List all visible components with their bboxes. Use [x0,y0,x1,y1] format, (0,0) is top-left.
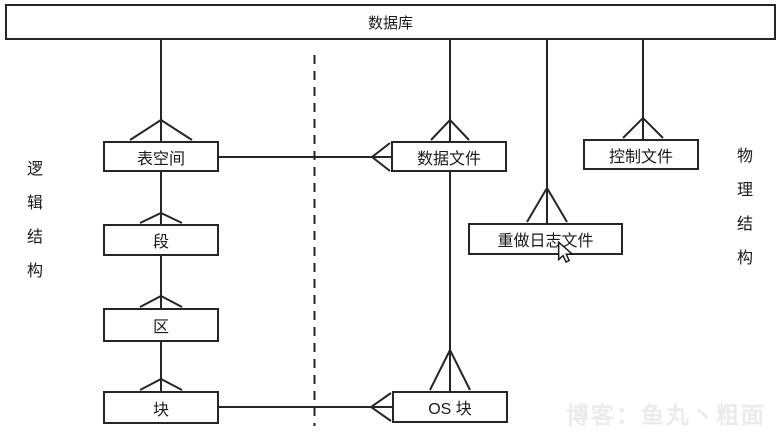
crowfoot-controlfile-top [622,116,664,139]
node-osblock: OS 块 [392,391,508,423]
node-redolog: 重做日志文件 [468,223,623,255]
node-tablespace: 表空间 [103,141,219,172]
crowfoot-datafile-top [430,118,470,141]
section-label-logical: 逻辑结构 [24,160,41,296]
node-database: 数据库 [5,4,776,40]
crowfoot-tablespace-top [129,118,193,141]
crowfoot-datafile-left [370,142,391,172]
node-datafile: 数据文件 [391,141,507,172]
blog-watermark: 博客：鱼丸丶粗面 [566,402,766,428]
mouse-cursor-icon [557,241,574,263]
crowfoot-osblock-left [369,392,392,422]
node-controlfile: 控制文件 [583,139,699,170]
crowfoot-segment-top [139,211,183,224]
section-label-physical: 物理结构 [734,147,751,283]
node-block: 块 [103,391,219,424]
crowfoot-extent-top [139,294,183,308]
node-extent: 区 [103,308,219,342]
crowfoot-redolog-top [526,186,568,223]
crowfoot-block-top [139,377,183,391]
node-segment: 段 [103,224,219,256]
crowfoot-osblock-top [429,347,471,391]
